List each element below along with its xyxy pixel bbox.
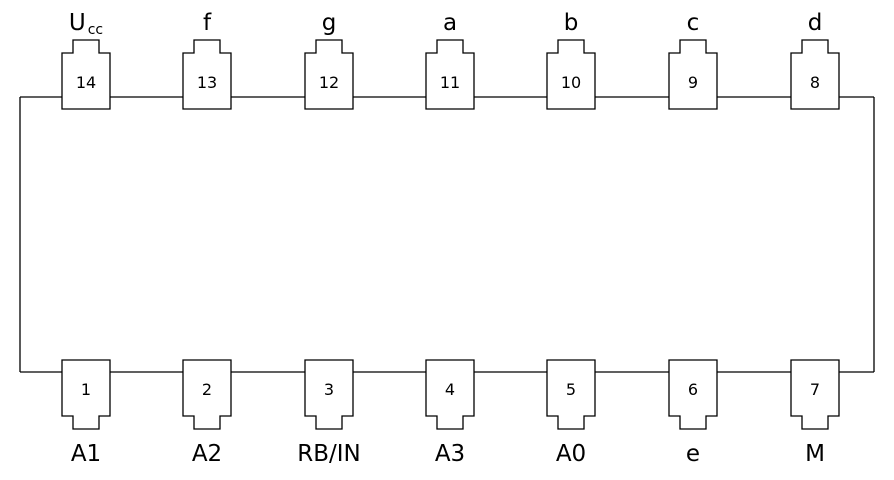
pin-label: e: [686, 441, 700, 467]
pin-label-subscript: cc: [88, 22, 103, 38]
pin-outline: [182, 39, 232, 110]
pin-label: g: [322, 10, 337, 36]
pin-number: 4: [445, 380, 455, 399]
pin-number: 6: [688, 380, 698, 399]
pin-11: 11 a: [425, 10, 475, 110]
pin-number: 12: [319, 73, 339, 92]
pin-label: f: [203, 10, 212, 36]
pin-2: 2A2: [182, 359, 232, 467]
pin-number: 8: [810, 73, 820, 92]
pin-number: 2: [202, 380, 212, 399]
pin-outline: [304, 39, 354, 110]
pin-label: c: [687, 10, 700, 36]
pin-outline: [790, 39, 840, 110]
pin-number: 1: [81, 380, 91, 399]
pin-label: RB/IN: [297, 441, 361, 467]
pin-3: 3RB/IN: [297, 359, 361, 467]
pin-number: 11: [440, 73, 460, 92]
pin-number: 5: [566, 380, 576, 399]
pin-outline: [546, 359, 596, 430]
pin-number: 7: [810, 380, 820, 399]
pin-label: A2: [192, 441, 222, 467]
pin-number: 14: [76, 73, 96, 92]
pin-label: b: [564, 10, 579, 36]
pin-8: 8d: [790, 10, 840, 110]
pin-outline: [668, 359, 718, 430]
pin-label-main: U: [69, 10, 86, 36]
pin-number: 13: [197, 73, 217, 92]
ic-body: [19, 96, 875, 373]
pin-outline: [668, 39, 718, 110]
pin-outline: [304, 359, 354, 430]
pin-outline: [61, 359, 111, 430]
pin-7: 7M: [790, 359, 840, 467]
pin-number: 3: [324, 380, 334, 399]
pin-label: M: [805, 441, 825, 467]
pin-1: 1A1: [61, 359, 111, 467]
pin-6: 6e: [668, 359, 718, 467]
pin-label: A3: [435, 441, 465, 467]
pin-label: A1: [71, 441, 101, 467]
pin-4: 4A3: [425, 359, 475, 467]
pin-outline: [425, 39, 475, 110]
pin-label: d: [808, 10, 823, 36]
pin-outline: [425, 359, 475, 430]
pin-label: a: [443, 10, 457, 36]
pin-5: 5A0: [546, 359, 596, 467]
pin-9: 9c: [668, 10, 718, 110]
pin-outline: [61, 39, 111, 110]
pin-label: A0: [556, 441, 586, 467]
pin-outline: [790, 359, 840, 430]
pin-outline: [182, 359, 232, 430]
pin-12: 12 g: [304, 10, 354, 110]
pin-10: 10 b: [546, 10, 596, 110]
pin-outline: [546, 39, 596, 110]
pin-number: 9: [688, 73, 698, 92]
pin-13: 13 f: [182, 10, 232, 110]
pin-number: 10: [561, 73, 581, 92]
